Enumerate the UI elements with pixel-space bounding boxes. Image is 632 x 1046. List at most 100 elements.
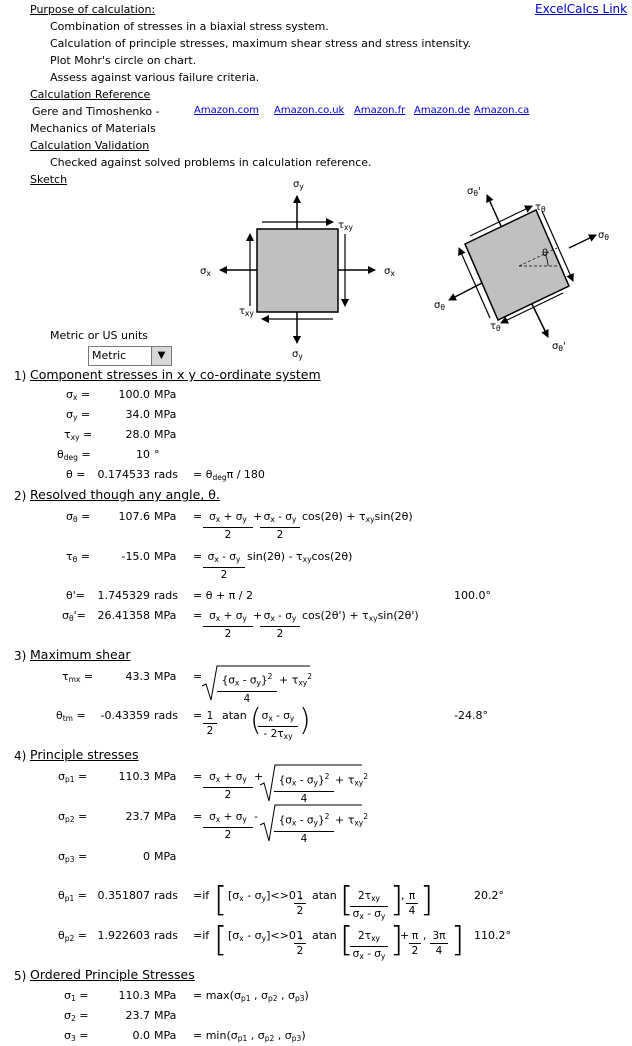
sigma-theta-unit: MPa bbox=[154, 510, 177, 523]
amazon-de-link[interactable]: Amazon.de bbox=[414, 105, 471, 116]
units-select[interactable]: Metric ▼ bbox=[88, 346, 172, 366]
theta-tm-degrees: -24.8° bbox=[454, 709, 488, 722]
tau-max-symbol: τmx = bbox=[62, 670, 94, 684]
purpose-line-2: Calculation of principle stresses, maxim… bbox=[50, 37, 472, 50]
section-5-number: 5) bbox=[14, 969, 27, 983]
tau-theta-top-label: τθ bbox=[535, 202, 546, 214]
section-1-title: Component stresses in x y co-ordinate sy… bbox=[30, 367, 321, 382]
section-3-title: Maximum shear bbox=[30, 647, 131, 662]
inner-right-bracket: ] bbox=[390, 880, 404, 920]
theta-unit: rads bbox=[154, 468, 178, 481]
sigma-p1-symbol: σp1 = bbox=[58, 770, 88, 784]
tau-xy-value[interactable]: 28.0 bbox=[125, 428, 151, 441]
theta-formula: = θdegπ / 180 bbox=[193, 468, 265, 482]
theta-p1-value: 0.351807 bbox=[97, 889, 151, 902]
sigma-p1-unit: MPa bbox=[154, 770, 177, 783]
sigma-y-value[interactable]: 34.0 bbox=[125, 408, 151, 421]
sigma-theta-trig: cos(2θ) + τxysin(2θ) bbox=[302, 510, 413, 524]
left-bracket: [ bbox=[214, 880, 228, 920]
section-4-title: Principle stresses bbox=[30, 747, 139, 762]
sketch-title: Sketch bbox=[30, 173, 68, 186]
minus-sign: - bbox=[254, 810, 258, 823]
theta-p2-unit: rads bbox=[154, 929, 178, 942]
theta-p1-degrees: 20.2° bbox=[474, 889, 504, 902]
equals-sign: = bbox=[193, 810, 203, 823]
amazon-fr-link[interactable]: Amazon.fr bbox=[354, 105, 406, 116]
reference-title: Calculation Reference bbox=[30, 88, 151, 101]
sigma-3-unit: MPa bbox=[154, 1029, 177, 1042]
sigma-1-symbol: σ1 = bbox=[64, 989, 89, 1003]
sigma-1-unit: MPa bbox=[154, 989, 177, 1002]
comma: , bbox=[401, 889, 405, 902]
tau-xy-unit: MPa bbox=[154, 428, 177, 441]
sigma-x-value[interactable]: 100.0 bbox=[118, 388, 151, 401]
sigma-3-symbol: σ3 = bbox=[64, 1029, 89, 1043]
amazon-com-link[interactable]: Amazon.com bbox=[194, 105, 259, 116]
sigma-2-unit: MPa bbox=[154, 1009, 177, 1022]
theta-tm-unit: rads bbox=[154, 709, 178, 722]
atan-label: atan bbox=[222, 709, 247, 722]
comma: , bbox=[423, 929, 427, 942]
theta-value: 0.174533 bbox=[97, 468, 151, 481]
theta-prime-degrees: 100.0° bbox=[454, 589, 491, 602]
sigma-theta-prime-trig: cos(2θ') + τxysin(2θ') bbox=[302, 609, 419, 623]
theta-p1-unit: rads bbox=[154, 889, 178, 902]
theta-deg-value[interactable]: 10 bbox=[136, 448, 150, 461]
if-keyword: =if bbox=[193, 889, 210, 902]
tau-xy-symbol: τxy = bbox=[64, 428, 93, 442]
sigma-p2-symbol: σp2 = bbox=[58, 810, 88, 824]
purpose-title: Purpose of calculation: bbox=[30, 3, 156, 16]
sigma-2-value: 23.7 bbox=[125, 1009, 151, 1022]
theta-p2-degrees: 110.2° bbox=[474, 929, 511, 942]
amazon-ca-link[interactable]: Amazon.ca bbox=[474, 105, 530, 116]
section-3-number: 3) bbox=[14, 649, 27, 663]
excelcalcs-link[interactable]: ExcelCalcs Link bbox=[535, 2, 628, 16]
amazon-co-uk-link[interactable]: Amazon.co.uk bbox=[274, 105, 345, 116]
plus-tau-squared: + τxy2 bbox=[335, 812, 369, 828]
max-formula: = max(σp1 , σp2 , σp3) bbox=[193, 989, 309, 1003]
section-1-number: 1) bbox=[14, 369, 27, 383]
rotated-element-sketch bbox=[448, 194, 597, 338]
plus-tau-squared: + τxy2 bbox=[335, 772, 369, 788]
purpose-line-4: Assess against various failure criteria. bbox=[50, 71, 260, 84]
units-selected-value: Metric bbox=[92, 349, 127, 362]
tau-xy-top-label: τxy bbox=[338, 220, 353, 232]
sigma-theta-symbol: σθ = bbox=[66, 510, 91, 524]
section-2-title: Resolved though any angle, θ. bbox=[30, 487, 220, 502]
chevron-down-icon[interactable]: ▼ bbox=[151, 347, 171, 365]
purpose-line-1: Combination of stresses in a biaxial str… bbox=[50, 20, 329, 33]
sigma-theta-right-label: σθ bbox=[598, 230, 609, 242]
purpose-line-3: Plot Mohr's circle on chart. bbox=[50, 54, 197, 67]
sigma-p2-unit: MPa bbox=[154, 810, 177, 823]
sigma-theta-prime-symbol: σθ'= bbox=[62, 609, 86, 623]
diff-over-two-tau-fraction: σx - σy- 2τxy bbox=[258, 709, 298, 744]
sigma-y-bottom-label: σy bbox=[292, 349, 303, 361]
stress-element-sketch bbox=[219, 195, 376, 344]
theta-prime-formula: = θ + π / 2 bbox=[193, 589, 253, 602]
sigma-x-right-label: σx bbox=[384, 266, 395, 278]
theta-p2-symbol: θp2 = bbox=[58, 929, 87, 943]
theta-p2-value: 1.922603 bbox=[97, 929, 151, 942]
theta-symbol: θ = bbox=[66, 468, 86, 481]
sigma-3-value: 0.0 bbox=[132, 1029, 151, 1042]
tau-max-value: 43.3 bbox=[125, 670, 151, 683]
section-2-number: 2) bbox=[14, 489, 27, 503]
section-4-number: 4) bbox=[14, 749, 27, 763]
sigma-theta-value: 107.6 bbox=[118, 510, 151, 523]
sigma-theta-left-label: σθ bbox=[434, 300, 445, 312]
condition: [σx - σy]<>0 , bbox=[228, 929, 303, 943]
validation-line: Checked against solved problems in calcu… bbox=[50, 156, 372, 169]
inner-left-bracket: [ bbox=[340, 880, 354, 920]
sigma-x-left-label: σx bbox=[200, 266, 211, 278]
